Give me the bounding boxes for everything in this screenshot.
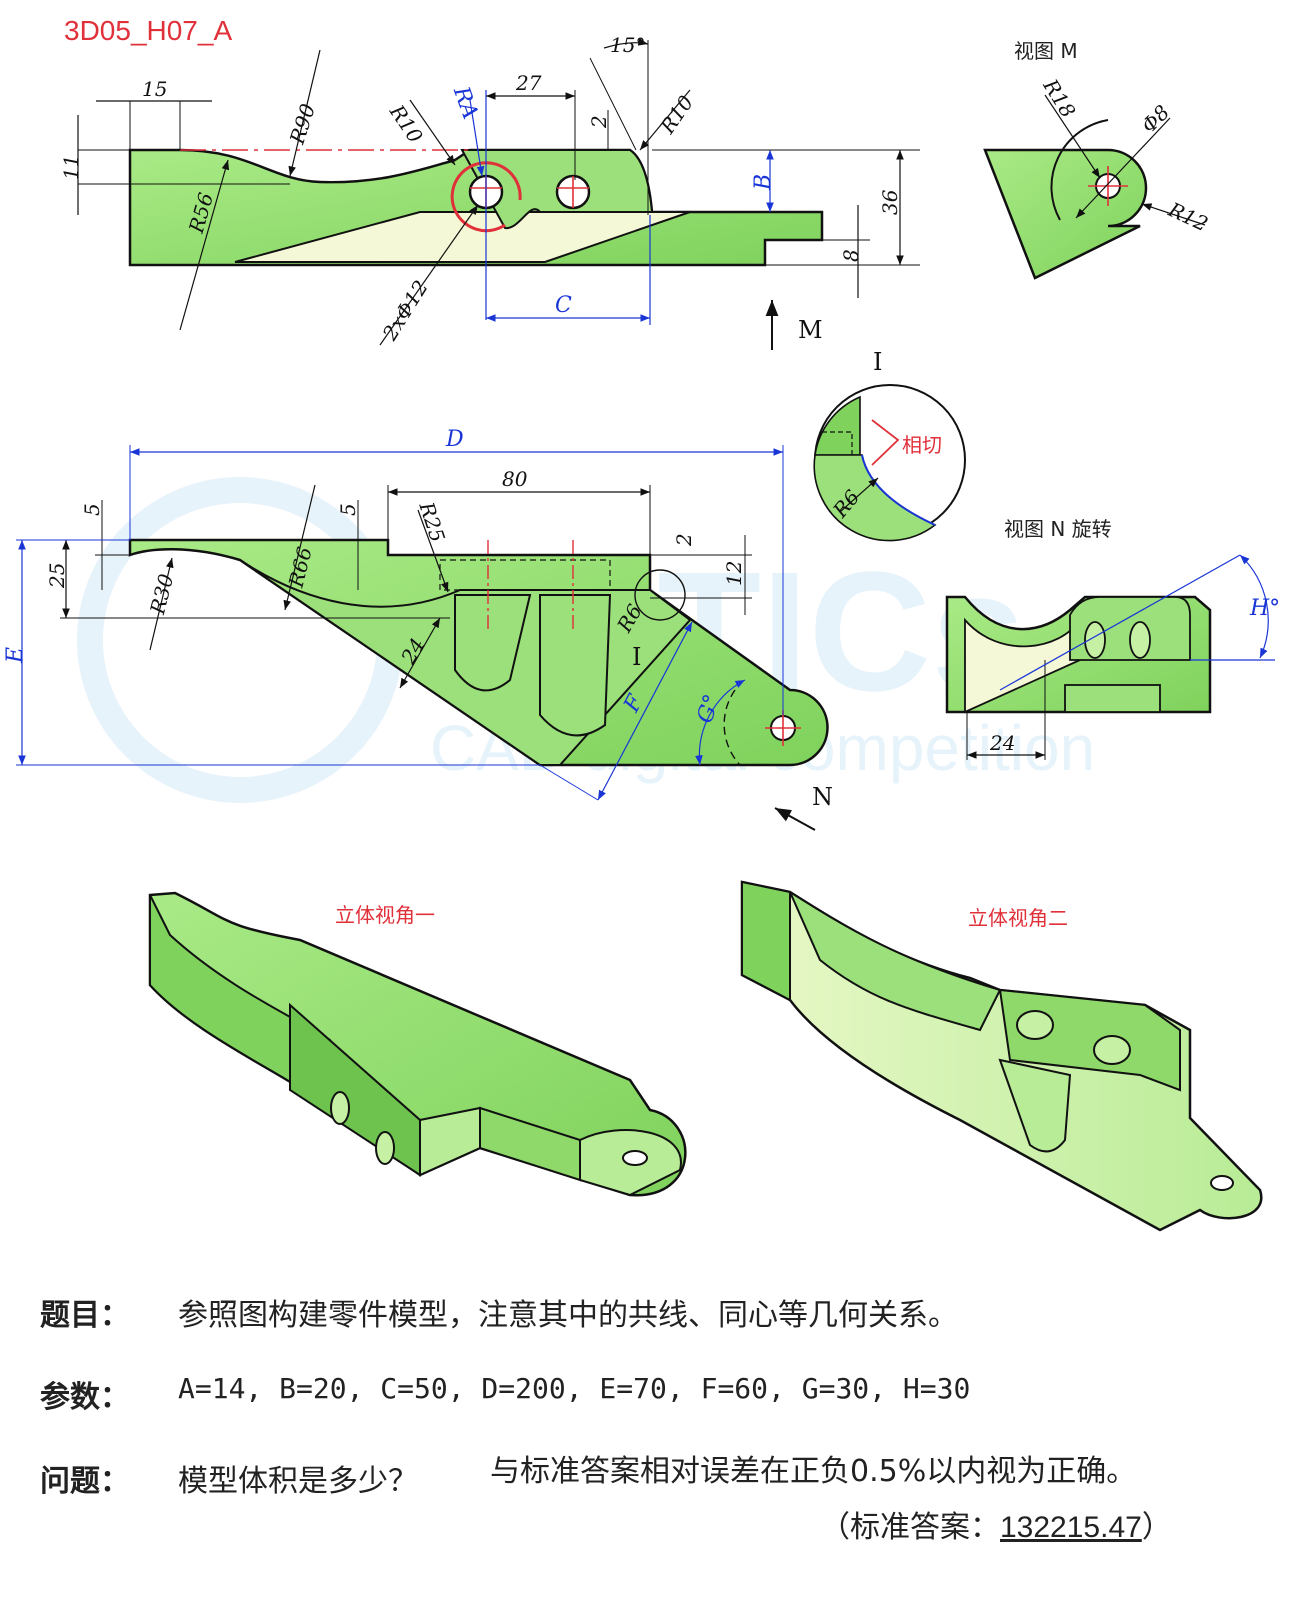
params-text: A=14, B=20, C=50, D=200, E=70, F=60, G=3… [178,1372,971,1405]
dim-15deg: 15° [610,33,645,57]
dim-c: C [555,293,572,318]
title-text: 参照图构建零件模型，注意其中的共线、同心等几何关系。 [178,1298,958,1333]
dim-b: B [751,174,776,191]
answer-value: 132215.47 [1000,1511,1142,1544]
dim-ra: RA [448,83,483,123]
front-view-pocket [234,211,691,263]
dim-36: 36 [878,189,902,215]
dim-80: 80 [502,467,528,491]
iso-2-label: 立体视角二 [968,906,1068,930]
dim-12: 12 [722,561,746,586]
dim-5-mid: 5 [336,503,360,516]
dim-h: H° [1249,596,1280,621]
dim-e: E [3,647,28,664]
answer-suffix: ） [1141,1510,1172,1545]
params-label: 参数： [40,1380,130,1415]
dim-2-top-view: 2 [672,533,696,547]
dim-2x-phi12: 2xΦ12 [377,276,433,345]
dim-24-view-n: 24 [989,731,1015,755]
dim-27: 27 [515,71,542,95]
dim-r18: R18 [1038,74,1080,122]
dim-r90: R90 [284,101,320,148]
arrow-m-label: M [798,316,823,344]
dim-25: 25 [45,563,69,589]
dim-r30: R30 [145,571,178,617]
iso-1-label: 立体视角一 [335,903,435,927]
drawing-id: 3D05_H07_A [64,15,232,46]
view-n: 视图 N 旋转 24 H° [945,517,1280,760]
tolerance-text: 与标准答案相对误差在正负0.5%以内视为正确。 [490,1454,1137,1489]
detail-i-mark: I [632,643,641,671]
answer-line: （标准答案：132215.47） [820,1502,1172,1546]
title-label: 题目： [40,1298,130,1333]
dim-8: 8 [839,249,863,262]
dim-15: 15 [142,77,167,101]
dim-5-left: 5 [80,503,104,516]
view-m-label: 视图 M [1014,39,1078,63]
dim-phi8: Φ8 [1137,100,1175,138]
tangent-label: 相切 [902,433,942,457]
top-view: D 80 5 5 25 E R30 R66 R25 24 2 12 R6 I [3,427,833,831]
front-view: 15 11 R90 R56 R10 RA 27 2 15° R10 B 36 8 [59,33,920,350]
dim-r25: R25 [414,498,450,545]
view-n-label: 视图 N 旋转 [1004,517,1112,541]
dim-2-top: 2 [587,115,611,129]
detail-i: I 相切 R6 [813,348,966,542]
question-label: 问题： [40,1464,130,1499]
iso-view-2: 立体视角二 [740,880,1263,1232]
dim-r10-right: R10 [655,91,699,139]
dim-d: D [445,427,464,452]
arrow-n-label: N [812,783,833,811]
iso-view-1: 立体视角一 [148,891,687,1197]
dim-r12: R12 [1164,197,1212,236]
dim-11: 11 [59,155,83,180]
dim-r10-left: R10 [384,99,427,147]
detail-i-label: I [873,348,882,376]
question-text: 模型体积是多少？ [178,1464,418,1499]
answer-prefix: （标准答案： [820,1510,1000,1545]
view-m: 视图 M R18 Φ8 R12 [983,39,1212,280]
